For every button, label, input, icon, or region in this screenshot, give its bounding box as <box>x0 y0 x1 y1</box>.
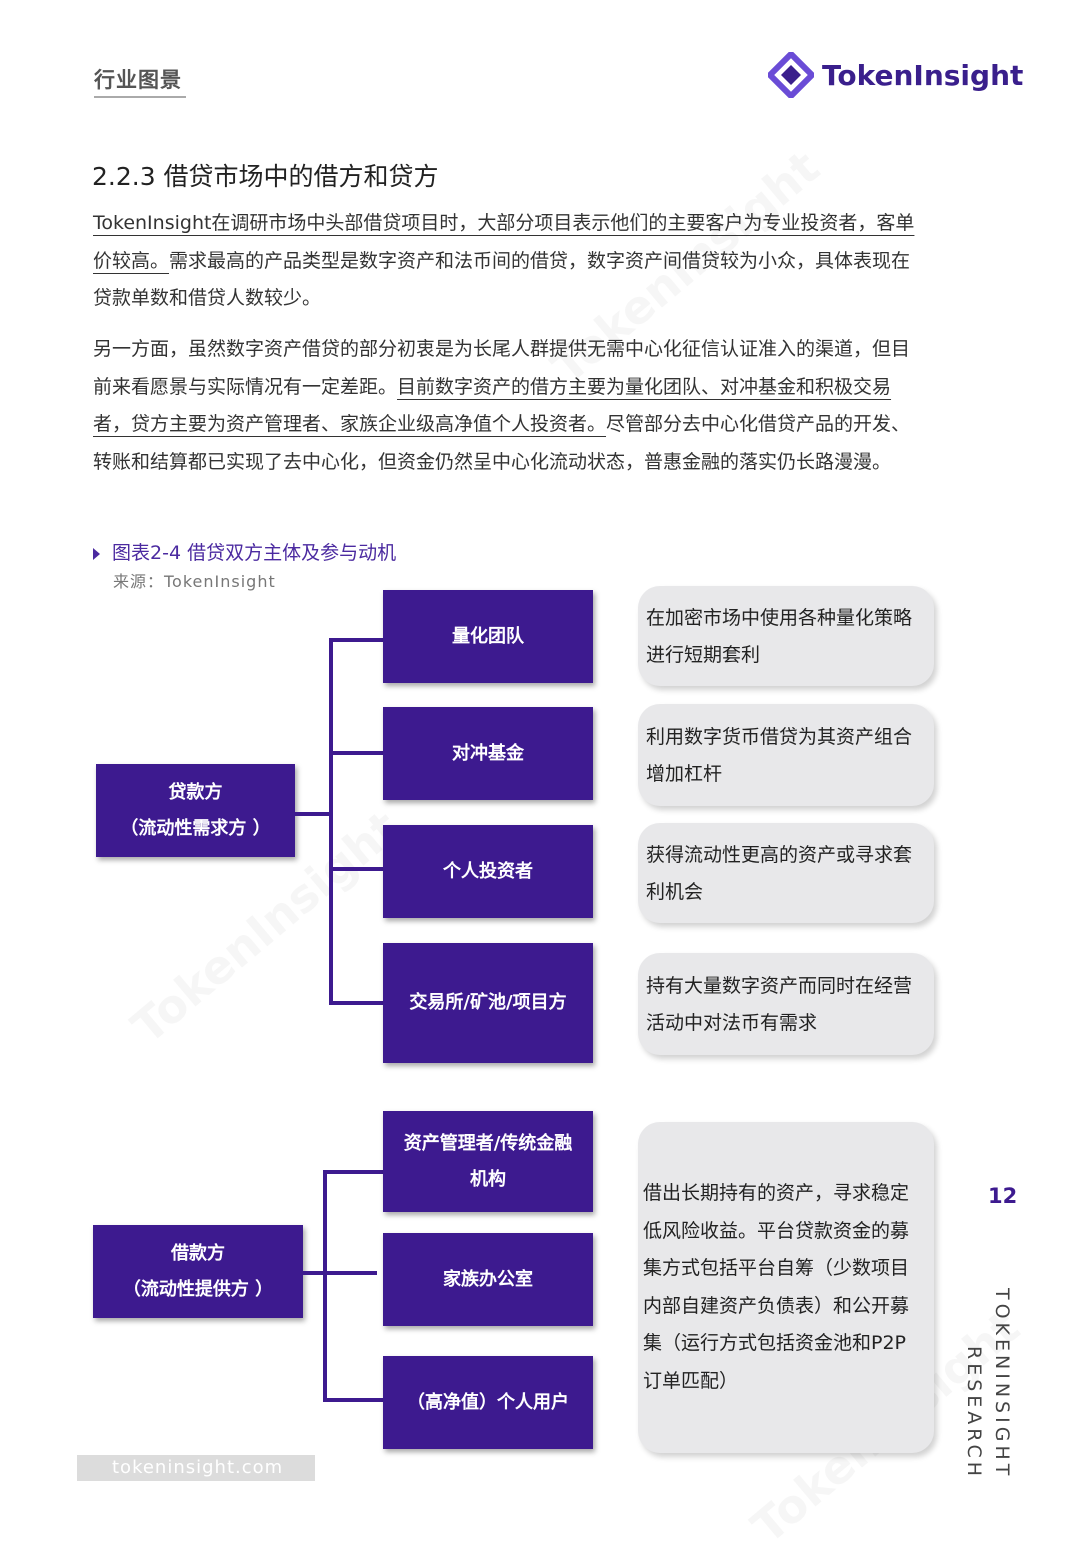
borrower-sub: （流动性需求方 ） <box>120 817 271 839</box>
lender-item-hnw: （高净值）个人用户 <box>383 1356 593 1449</box>
connector <box>295 812 331 816</box>
connector <box>323 1170 384 1174</box>
connector <box>329 867 384 871</box>
footer-bar <box>77 1455 315 1481</box>
figure-source: 来源：TokenInsight <box>113 572 276 591</box>
lender-item-asset-manager: 资产管理者/传统金融机构 <box>383 1111 593 1212</box>
borrower-item-individual: 个人投资者 <box>383 825 593 918</box>
header-label: 行业图景 <box>94 68 182 92</box>
figure-title: 图表2-4 借贷双方主体及参与动机 <box>93 538 396 565</box>
borrower-note: 获得流动性更高的资产或寻求套利机会 <box>638 823 934 923</box>
connector <box>323 1170 327 1402</box>
borrower-item-hedge: 对冲基金 <box>383 707 593 800</box>
paragraph-1: TokenInsight在调研市场中头部借贷项目时，大部分项目表示他们的主要客户… <box>93 205 923 318</box>
connector <box>329 1001 384 1005</box>
connector <box>329 638 384 642</box>
vertical-brand: TOKENINSIGHT <box>991 1288 1013 1480</box>
brand-name: TokenInsight <box>822 58 1024 92</box>
footer-url: tokeninsight.com <box>112 1457 284 1478</box>
caret-right-icon <box>93 547 100 560</box>
connector <box>323 1398 384 1402</box>
paragraph-2-underlined: 目前数字资产的借方主要为量化团队、对冲基金和积极交易者，贷方主要为资产管理者、家… <box>93 375 892 436</box>
borrower-item-exchange: 交易所/矿池/项目方 <box>383 943 593 1063</box>
connector <box>329 751 384 755</box>
paragraph-2: 另一方面，虽然数字资产借贷的部分初衷是为长尾人群提供无需中心化征信认证准入的渠道… <box>93 331 923 481</box>
paragraph-2-b: 尽管部分去中心化借贷产品的开发、转账和结算都已实现了去中心化，但资金仍然呈中心化… <box>93 413 911 473</box>
paragraph-1-underlined: TokenInsight在调研市场中头部借贷项目时，大部分项目表示他们的主要客户… <box>93 212 915 272</box>
lender-item-family-office: 家族办公室 <box>383 1233 593 1326</box>
borrower-box: 贷款方 （流动性需求方 ） <box>96 764 295 857</box>
connector <box>329 638 333 1005</box>
borrower-note: 在加密市场中使用各种量化策略进行短期套利 <box>638 586 934 686</box>
brand-logo: TokenInsight <box>768 50 1028 100</box>
figure-title-text: 图表2-4 借贷双方主体及参与动机 <box>112 542 397 564</box>
vertical-research: RESEARCH <box>963 1346 985 1481</box>
page-number: 12 <box>988 1184 1018 1208</box>
tokeninsight-logo-icon <box>768 52 814 98</box>
paragraph-1-rest: 需求最高的产品类型是数字资产和法币间的借贷，数字资产间借贷较为小众，具体表现在贷… <box>93 249 911 310</box>
lender-box: 借款方 （流动性提供方 ） <box>93 1225 303 1318</box>
paragraph-2-a: 另一方面，虽然数字资产借贷的部分初衷是为长尾人群提供无需中心化征信认证准入的渠道… <box>93 338 911 398</box>
section-title: 2.2.3 借贷市场中的借方和贷方 <box>92 162 439 191</box>
lender-label: 借款方 <box>171 1242 225 1264</box>
lender-note: 借出长期持有的资产，寻求稳定低风险收益。平台贷款资金的募集方式包括平台自筹（少数… <box>638 1122 934 1453</box>
connector <box>303 1271 377 1275</box>
lender-sub: （流动性提供方 ） <box>122 1278 274 1300</box>
borrower-note: 持有大量数字资产而同时在经营活动中对法币有需求 <box>638 953 934 1055</box>
borrower-item-quant: 量化团队 <box>383 590 593 683</box>
borrower-note: 利用数字货币借贷为其资产组合增加杠杆 <box>638 704 934 806</box>
header-underline <box>94 96 186 98</box>
borrower-label: 贷款方 <box>168 781 223 803</box>
